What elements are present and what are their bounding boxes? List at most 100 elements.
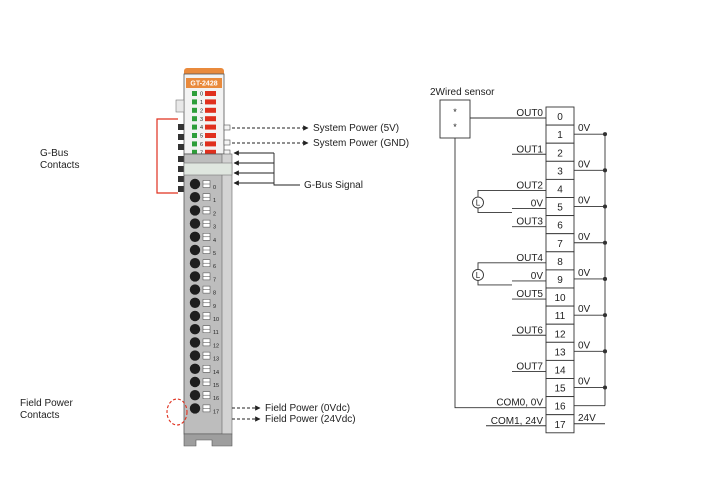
terminal-number: 1	[213, 198, 216, 204]
status-led-green	[192, 91, 197, 96]
terminal-number: 6	[213, 264, 216, 270]
terminal-number: 5	[213, 251, 216, 257]
field-power-circle	[166, 398, 188, 426]
led-label: 3	[200, 117, 203, 123]
schematic-terminal-number: 8	[557, 257, 563, 268]
terminal-hole	[189, 205, 201, 216]
gbus-pad	[178, 134, 184, 140]
supply-label: 0V	[578, 232, 591, 243]
sensor-mark-2: *	[453, 122, 457, 132]
terminal-number: 11	[213, 330, 219, 336]
terminal-hole	[189, 403, 201, 414]
terminal-number: 16	[213, 396, 219, 402]
schematic-terminal-number: 12	[554, 329, 566, 340]
schematic-terminal-number: 6	[557, 221, 563, 232]
sensor-box	[439, 99, 471, 139]
schematic-terminal-number: 14	[554, 365, 566, 376]
status-led-red	[205, 91, 216, 96]
terminal-number: 17	[213, 409, 219, 415]
supply-label: 0V	[578, 123, 591, 134]
field-power-24v-label: Field Power (24Vdc)	[265, 414, 356, 425]
supply-label: 0V	[578, 159, 591, 170]
gbus-pad	[178, 144, 184, 150]
terminal-number: 3	[213, 225, 216, 231]
supply-label: 0V	[578, 304, 591, 315]
terminal-hole	[189, 244, 201, 256]
output-label: OUT6	[516, 325, 543, 336]
system-power-arrows	[232, 125, 309, 146]
schematic-terminal-number: 9	[557, 275, 563, 286]
contact-pad	[223, 124, 231, 131]
schematic-terminal-cell	[545, 414, 575, 434]
output-label: COM1, 24V	[491, 416, 544, 427]
gbus-pad	[178, 156, 184, 162]
terminal-hole	[189, 350, 201, 361]
field-power-0v-label: Field Power (0Vdc)	[265, 403, 350, 414]
schematic-terminal-number: 7	[557, 239, 563, 250]
output-label: OUT2	[516, 180, 543, 191]
led-label: 6	[200, 142, 203, 148]
contact-pad	[223, 139, 231, 146]
terminal-number: 9	[213, 304, 216, 310]
output-label: OUT5	[516, 289, 543, 300]
terminal-number: 0	[213, 185, 216, 191]
supply-label: 0V	[578, 340, 591, 351]
terminal-number: 13	[213, 357, 219, 363]
output-label: OUT3	[516, 217, 543, 228]
supply-label: 0V	[578, 268, 591, 279]
status-led-green	[192, 133, 197, 138]
terminal-number: 14	[213, 370, 219, 376]
status-led-red	[205, 133, 216, 138]
schematic-terminal-number: 1	[557, 130, 563, 141]
schematic-terminal-number: 16	[554, 402, 566, 413]
field-power-contacts-label-2: Contacts	[20, 410, 59, 421]
schematic-terminal-number: 11	[555, 311, 566, 322]
status-led-red	[205, 99, 216, 105]
output-label: OUT7	[516, 361, 543, 372]
terminal-hole	[189, 284, 201, 295]
load-symbol: L	[476, 199, 481, 208]
terminal-hole	[189, 310, 201, 322]
terminal-hole	[189, 231, 201, 242]
supply-label: 24V	[578, 413, 596, 424]
schematic: 2Wired sensor * * 0123456789101112131415…	[430, 87, 608, 434]
gbus-pad	[178, 124, 184, 130]
gbus-contacts-label-2: Contacts	[40, 160, 79, 171]
schematic-terminal-number: 2	[557, 148, 563, 159]
schematic-terminal-number: 3	[557, 166, 563, 177]
led-label: 7	[200, 150, 203, 156]
status-led-green	[192, 107, 197, 113]
status-led-red	[205, 149, 216, 155]
schematic-terminal-number: 0	[557, 112, 563, 123]
gbus-signal-arrows	[233, 150, 300, 186]
status-led-green	[192, 99, 197, 105]
terminal-number: 4	[213, 238, 216, 244]
module-model: GT-2428	[190, 81, 217, 88]
gbus-contact-pads	[178, 124, 184, 192]
gbus-signal-label: G-Bus Signal	[304, 180, 363, 191]
schematic-terminal-number: 17	[554, 420, 566, 431]
terminal-number: 2	[213, 211, 216, 217]
load-wire	[477, 189, 512, 198]
field-power-arrows	[232, 405, 261, 422]
terminal-number: 8	[213, 291, 216, 297]
supply-label: 0V	[578, 377, 591, 388]
terminal-hole	[189, 337, 201, 348]
output-label: OUT1	[516, 144, 543, 155]
terminal-hole	[189, 376, 201, 388]
terminal-hole	[189, 271, 201, 282]
status-led-green	[192, 116, 197, 122]
load-wire	[477, 208, 512, 214]
schematic-terminal-number: 4	[557, 184, 563, 195]
field-power-contacts-label-1: Field Power	[20, 398, 73, 409]
led-label: 4	[200, 125, 203, 131]
terminal-hole	[189, 258, 201, 269]
status-led-red	[205, 116, 216, 122]
gbus-pad	[178, 166, 184, 172]
led-label: 5	[200, 134, 203, 140]
gbus-bracket	[156, 118, 178, 194]
